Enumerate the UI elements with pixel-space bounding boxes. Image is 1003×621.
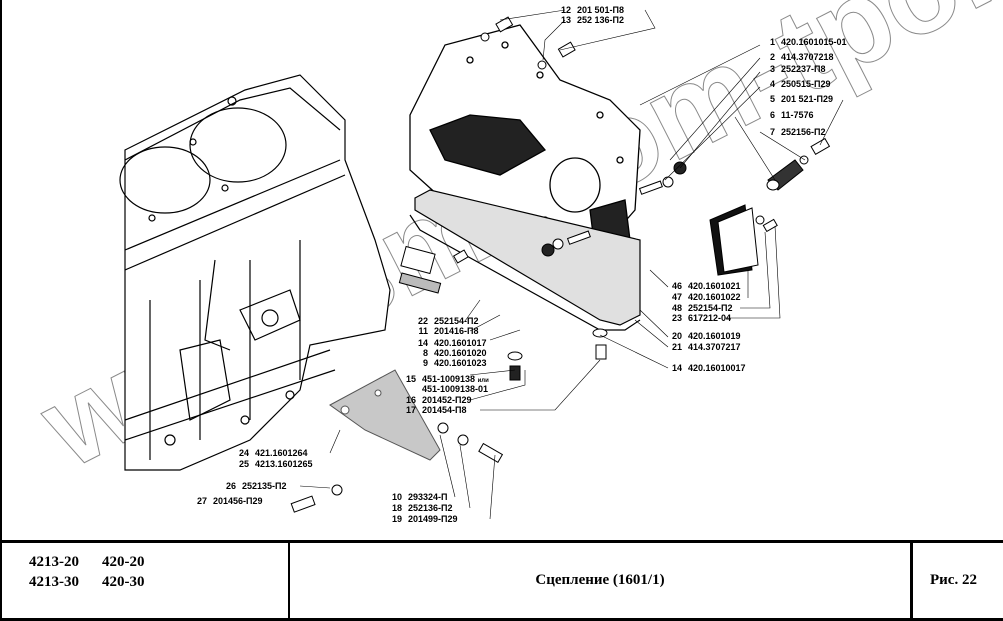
clutch-housing bbox=[409, 24, 641, 251]
drawing-canvas: www.smdrom-tpo.kz bbox=[20, 0, 1003, 520]
leader-lines bbox=[299, 9, 844, 520]
drawing-title-cell: Сцепление (1601/1) bbox=[290, 543, 913, 618]
figure-number-cell: Рис. 22 bbox=[913, 543, 1003, 618]
exploded-parts-drawing: www.smdrom-tpo.kz bbox=[20, 0, 1003, 524]
sheet-border bbox=[0, 0, 2, 545]
fasteners bbox=[290, 16, 831, 513]
engine-block bbox=[119, 74, 391, 471]
inspection-cover bbox=[709, 204, 759, 276]
figure-number: Рис. 22 bbox=[930, 572, 977, 588]
drawing-title: Сцепление (1601/1) bbox=[535, 572, 665, 588]
engine-mount-bracket bbox=[329, 369, 441, 461]
callout: 451-1009138-01 bbox=[422, 384, 489, 394]
